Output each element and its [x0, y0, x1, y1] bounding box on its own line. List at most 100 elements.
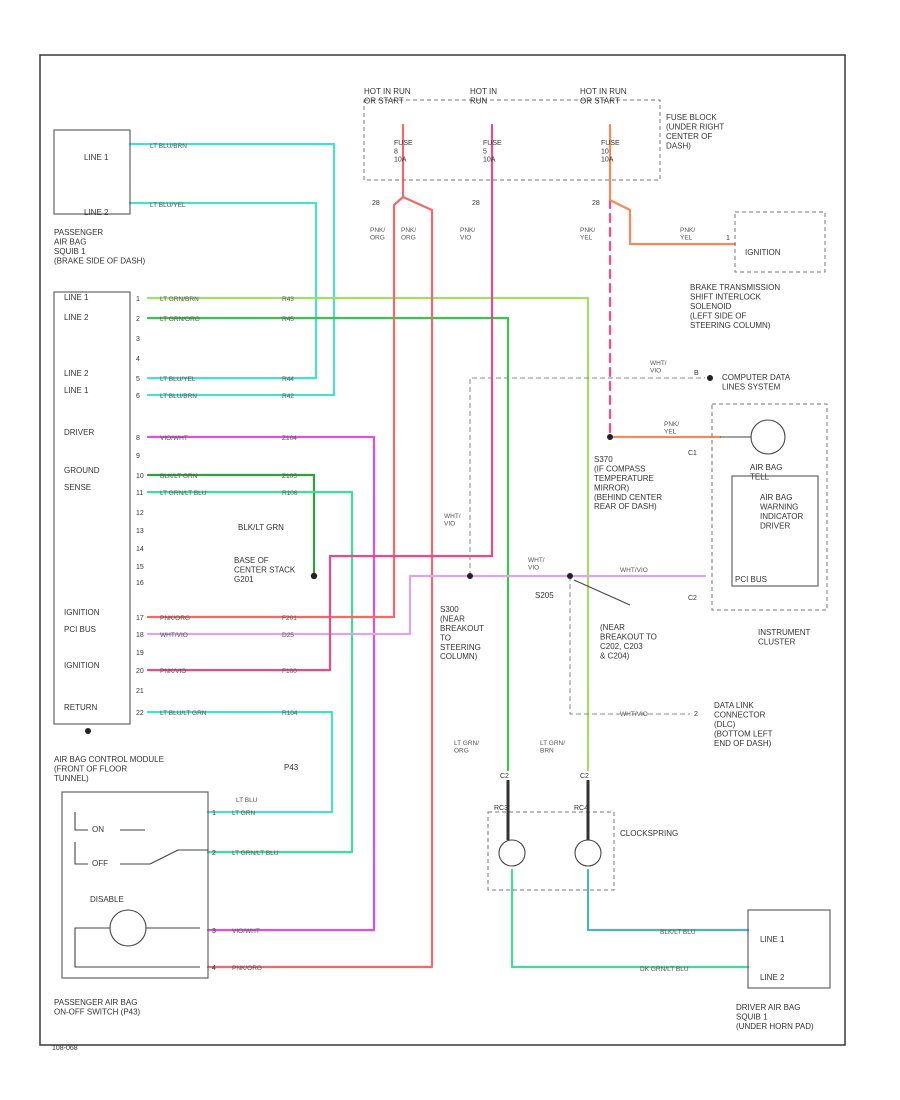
wire-lt-grn-brn: [146, 296, 590, 772]
driver-squib-wire2: DK GRN/LT BLU: [640, 966, 689, 973]
module-pin-wire: LT BLU/YEL: [160, 376, 196, 383]
disable-lamp-wire-left: [74, 927, 200, 968]
module-pin-number: 15: [136, 564, 144, 571]
passenger-squib-box: [53, 129, 131, 215]
wire-wht-vio-pci: [146, 574, 707, 636]
module-pin-number: 14: [136, 546, 144, 553]
driver-squib-line1: LINE 1: [760, 935, 785, 944]
module-pin-circuit: D25: [282, 632, 294, 639]
splice-wire-1: WHT/VIO: [444, 513, 461, 528]
module-pin-number: 17: [136, 615, 144, 622]
module-pin-circuit: R106: [282, 490, 298, 497]
module-pin-number: 4: [136, 356, 140, 363]
shift-interlock-wire: PNK/YEL: [680, 227, 695, 242]
shift-interlock-box: [734, 211, 826, 273]
near-breakout-arrow: [573, 579, 631, 606]
cluster-c2: C2: [688, 595, 697, 602]
module-pin-label: IGNITION: [64, 661, 100, 670]
clockspring-right: [574, 839, 602, 867]
module-pin-number: 8: [136, 435, 140, 442]
ground-dot: [310, 572, 318, 580]
switch-on-contact: [74, 812, 88, 831]
switch-pin-wire: PNK/ORG: [232, 965, 262, 972]
clockspring-wire-1: LT GRN/ORG: [454, 740, 479, 755]
module-pin-number: 18: [136, 632, 144, 639]
top-left-wire-1: LT BLU/BRN: [150, 143, 187, 150]
wire-lt-grn-org: [146, 316, 510, 772]
wire-lt-grn-lt-blu: [146, 490, 354, 854]
wire-dk-grn-lt-blu: [510, 868, 750, 969]
wire-wht-vio-dlc-dashed: [569, 576, 690, 715]
fuse-block-box: [363, 99, 661, 181]
module-pin-number: 2: [136, 316, 140, 323]
switch-pin-wire-top: LT BLU: [236, 797, 258, 804]
wire-lt-blu-lt-grn: [146, 710, 334, 814]
module-pin-wire: VIO/WHT: [160, 435, 188, 442]
clockspring-label: CLOCKSPRING: [620, 829, 678, 838]
module-pin-circuit: R44: [282, 376, 294, 383]
switch-pin-wire: LT GRN: [232, 810, 256, 817]
module-pin-label: GROUND: [64, 466, 100, 475]
fuse-pin-1: 28: [372, 200, 380, 207]
driver-squib-line2: LINE 2: [760, 973, 785, 982]
module-pin-circuit: F100: [282, 668, 297, 675]
module-pin-circuit: R43: [282, 296, 294, 303]
wire-top-label-3: PNK/VIO: [460, 227, 475, 242]
driver-squib: LINE 1 LINE 2 BLK/LT BLU DK GRN/LT BLU D…: [640, 909, 831, 1031]
cluster-driver-box: [731, 475, 819, 587]
wire-blk-lt-blu: [586, 868, 750, 932]
wire-vio-wht: [146, 435, 376, 932]
module-pin-number: 22: [136, 710, 144, 717]
dlc-wire: WHT/VIO: [620, 711, 648, 718]
computer-data-wire: WHT/VIO: [650, 360, 667, 375]
module-pin-number: 1: [136, 296, 140, 303]
module-pin-circuit: R104: [282, 710, 298, 717]
footer-code: 108-068: [52, 1045, 78, 1052]
module-pin-number: 21: [136, 688, 144, 695]
cluster-box: [711, 403, 828, 611]
module-pin-wire: BLK/LT GRN: [160, 473, 198, 480]
wire-pnk-yel-interlock: [608, 198, 737, 246]
clockspring-pin-1: RC3: [494, 805, 508, 812]
p43-label: P43: [284, 763, 299, 772]
switch-pin-number: 2: [212, 850, 216, 857]
module-pin-wire: LT GRN/LT BLU: [160, 490, 207, 497]
module-pin-number: 12: [136, 510, 144, 517]
wire-pnk-org-ignition: [146, 195, 405, 619]
module-pin-label: IGNITION: [64, 608, 100, 617]
s205-label: S205: [535, 591, 554, 600]
fuse-pin-2: 28: [472, 200, 480, 207]
switch-off-label: OFF: [92, 859, 108, 868]
s300-dot: [467, 573, 473, 579]
module-pin-label: LINE 1: [64, 386, 89, 395]
module-pin-number: 19: [136, 650, 144, 657]
wire-top-label-4: PNK/YEL: [580, 227, 595, 242]
module-pin-label: PCI BUS: [64, 625, 96, 634]
module-pin-wire: PNK/ORG: [160, 615, 190, 622]
splice-wire-2: WHT/VIO: [528, 557, 545, 572]
module-pin-circuit: R42: [282, 393, 294, 400]
disable-lamp: [109, 909, 147, 947]
switch-on-label: ON: [92, 825, 104, 834]
module-pin-wire: LT GRN/ORG: [160, 316, 200, 323]
dlc-pin: 2: [694, 711, 698, 718]
shift-interlock-pin: 1: [726, 235, 730, 242]
